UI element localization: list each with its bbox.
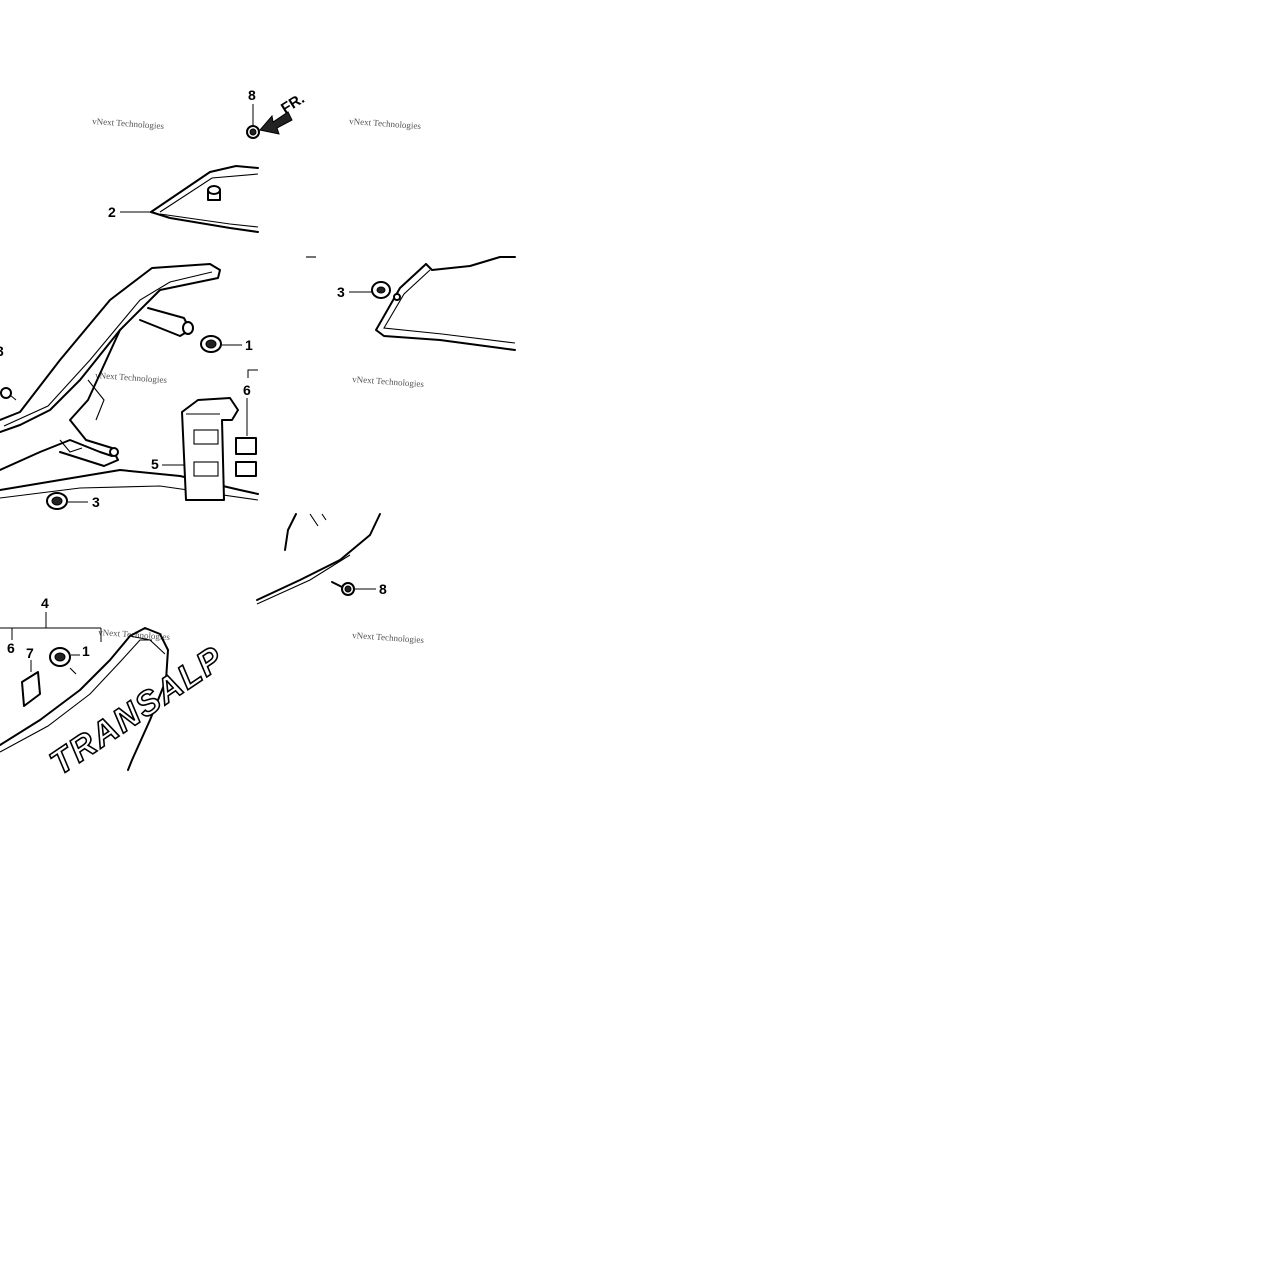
callout-3-right: 3 <box>337 284 345 300</box>
part-5-tool-bag <box>162 397 239 501</box>
tile-cover-bottom-right <box>256 513 381 605</box>
part-7-label <box>21 660 41 707</box>
part-3-grommet-right <box>349 281 391 299</box>
callout-7: 7 <box>26 645 34 661</box>
watermark-text: vNext Technologies <box>92 116 165 131</box>
boss <box>207 185 221 201</box>
side-cover-logo-text: TRANSALP <box>43 639 231 783</box>
part-8-bottom-screw <box>331 581 376 596</box>
part-4-side-cover-bracket <box>11 612 47 640</box>
watermark-text: vNext Technologies <box>95 370 168 385</box>
callout-5: 5 <box>151 456 159 472</box>
callout-8-top: 8 <box>248 87 256 103</box>
watermark-1: vNext Technologies <box>92 116 165 131</box>
tile-side-cover-right <box>306 256 516 351</box>
watermark-4: vNext Technologies <box>352 374 425 389</box>
side-cover-logo: TRANSALP <box>42 638 232 784</box>
callout-4: 4 <box>41 595 49 611</box>
part-1-grommet-mid <box>200 335 242 353</box>
callout-8-bottom: 8 <box>379 581 387 597</box>
watermark-3: vNext Technologies <box>95 370 168 385</box>
callout-1-mid: 1 <box>245 337 253 353</box>
front-arrow-icon <box>259 111 293 135</box>
tile-side-cover-left: TRANSALP <box>0 627 232 784</box>
watermark-text: vNext Technologies <box>352 374 425 389</box>
callout-2: 2 <box>108 204 116 220</box>
front-arrow-label: FR. <box>278 90 308 117</box>
part-6-label-mid <box>235 369 258 477</box>
callout-1-bottom: 1 <box>82 643 90 659</box>
part-1-grommet-bottom <box>49 647 80 675</box>
callout-3-left: 3 <box>0 343 4 359</box>
part-8-top-screw <box>246 104 260 139</box>
watermark-6: vNext Technologies <box>352 630 425 645</box>
callout-6-bottom: 6 <box>7 640 15 656</box>
callout-6-mid: 6 <box>243 382 251 398</box>
tile-top-cowl <box>150 165 259 233</box>
callout-3-bottom: 3 <box>92 494 100 510</box>
front-arrow: FR. <box>259 90 308 135</box>
watermark-text: vNext Technologies <box>352 630 425 645</box>
part-3-grommet-left <box>46 492 88 510</box>
watermark-text: vNext Technologies <box>349 116 422 131</box>
watermark-2: vNext Technologies <box>349 116 422 131</box>
